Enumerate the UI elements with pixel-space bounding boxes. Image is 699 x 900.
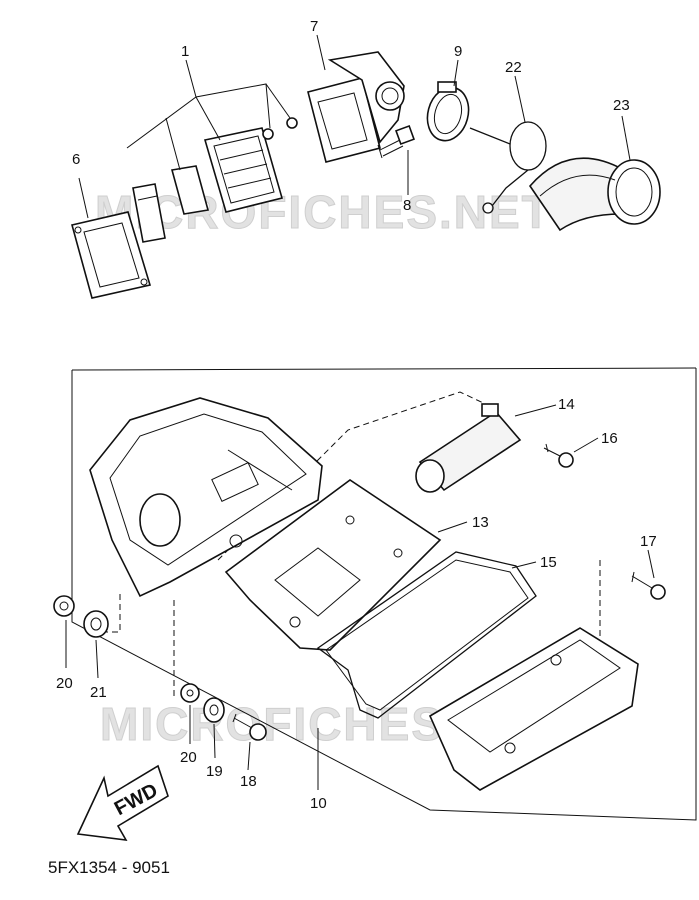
callout-20-lower: 20 (180, 749, 197, 766)
callout-1: 1 (181, 43, 189, 60)
callout-21: 21 (90, 684, 107, 701)
part-8-bolt (377, 125, 415, 159)
part-17-screw (631, 571, 666, 600)
part-16-screw (543, 443, 574, 468)
part-1-reed-valve (203, 117, 298, 213)
watermark-top: MICROFICHES.NET (95, 186, 552, 238)
part-18-screw (232, 713, 267, 741)
reed-petal-left (132, 183, 166, 243)
drawing-code: 5FX1354 - 9051 (48, 858, 170, 877)
part-7-intake-manifold (307, 51, 405, 163)
callout-18: 18 (240, 773, 257, 790)
part-22-spring-clip (469, 121, 547, 214)
callout-20-upper: 20 (56, 675, 73, 692)
callout-23: 23 (613, 97, 630, 114)
part-15-seal (316, 551, 537, 719)
part-13-element-plate (224, 479, 442, 651)
part-20-grommet-left (53, 595, 75, 617)
part-9-hose-clamp (426, 81, 470, 142)
callout-22: 22 (505, 59, 522, 76)
callout-19: 19 (206, 763, 223, 780)
air-cleaner-cover (428, 627, 639, 791)
part-21-collar (83, 610, 109, 638)
part-6-gasket (71, 211, 152, 299)
part-19-washer (203, 697, 225, 723)
part-10-air-cleaner-case (89, 397, 323, 598)
callout-15: 15 (540, 554, 557, 571)
callout-9: 9 (454, 43, 462, 60)
callout-16: 16 (601, 430, 618, 447)
callout-7: 7 (310, 18, 318, 35)
fwd-arrow: FWD (76, 764, 169, 841)
callout-14: 14 (558, 396, 575, 413)
callout-13: 13 (472, 514, 489, 531)
callout-17: 17 (640, 533, 657, 550)
part-14-intake-tube (415, 403, 522, 493)
part-23-intake-boot (528, 157, 661, 232)
callout-8: 8 (403, 197, 411, 214)
reed-petal-right (170, 165, 210, 215)
part-20-grommet-lower (180, 683, 200, 703)
callout-6: 6 (72, 151, 80, 168)
callout-10: 10 (310, 795, 327, 812)
